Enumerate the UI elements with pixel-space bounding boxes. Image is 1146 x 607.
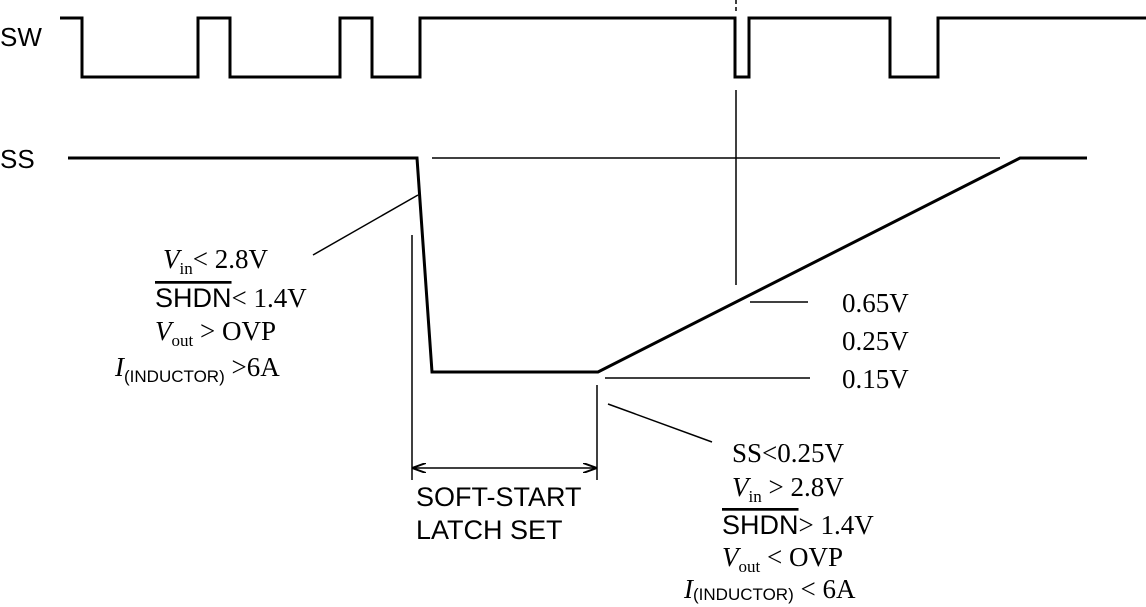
left-inductor-condition: I(INDUCTOR) >6A (114, 352, 280, 386)
level-015-label: 0.15V (842, 364, 909, 394)
right-vin-condition: Vin > 2.8V (732, 472, 844, 506)
right-inductor-condition: I(INDUCTOR) < 6A (683, 574, 856, 604)
ss-label: SS (0, 144, 35, 174)
ss-waveform (68, 156, 1087, 374)
right-ss-condition: SS<0.25V (732, 438, 845, 468)
right-shdn-condition: SHDN> 1.4V (722, 510, 874, 540)
left-vout-condition: Vout > OVP (155, 316, 276, 350)
soft-start-label: SOFT-START (416, 482, 582, 512)
left-leader-line (312, 194, 419, 256)
sw-waveform (60, 16, 1146, 79)
right-conditions: SS<0.25V Vin > 2.8V SHDN> 1.4V Vout < OV… (683, 438, 874, 604)
level-025-label: 0.25V (842, 326, 909, 356)
left-conditions: Vin< 2.8V SHDN< 1.4V Vout > OVP I(INDUCT… (114, 244, 307, 386)
left-vin-condition: Vin< 2.8V (163, 244, 268, 278)
sw-label: SW (0, 22, 42, 52)
latch-set-label: LATCH SET (416, 515, 563, 545)
level-065-label: 0.65V (842, 288, 909, 318)
left-shdn-condition: SHDN< 1.4V (155, 283, 307, 313)
right-vout-condition: Vout < OVP (722, 542, 843, 576)
right-leader-line (607, 403, 713, 443)
